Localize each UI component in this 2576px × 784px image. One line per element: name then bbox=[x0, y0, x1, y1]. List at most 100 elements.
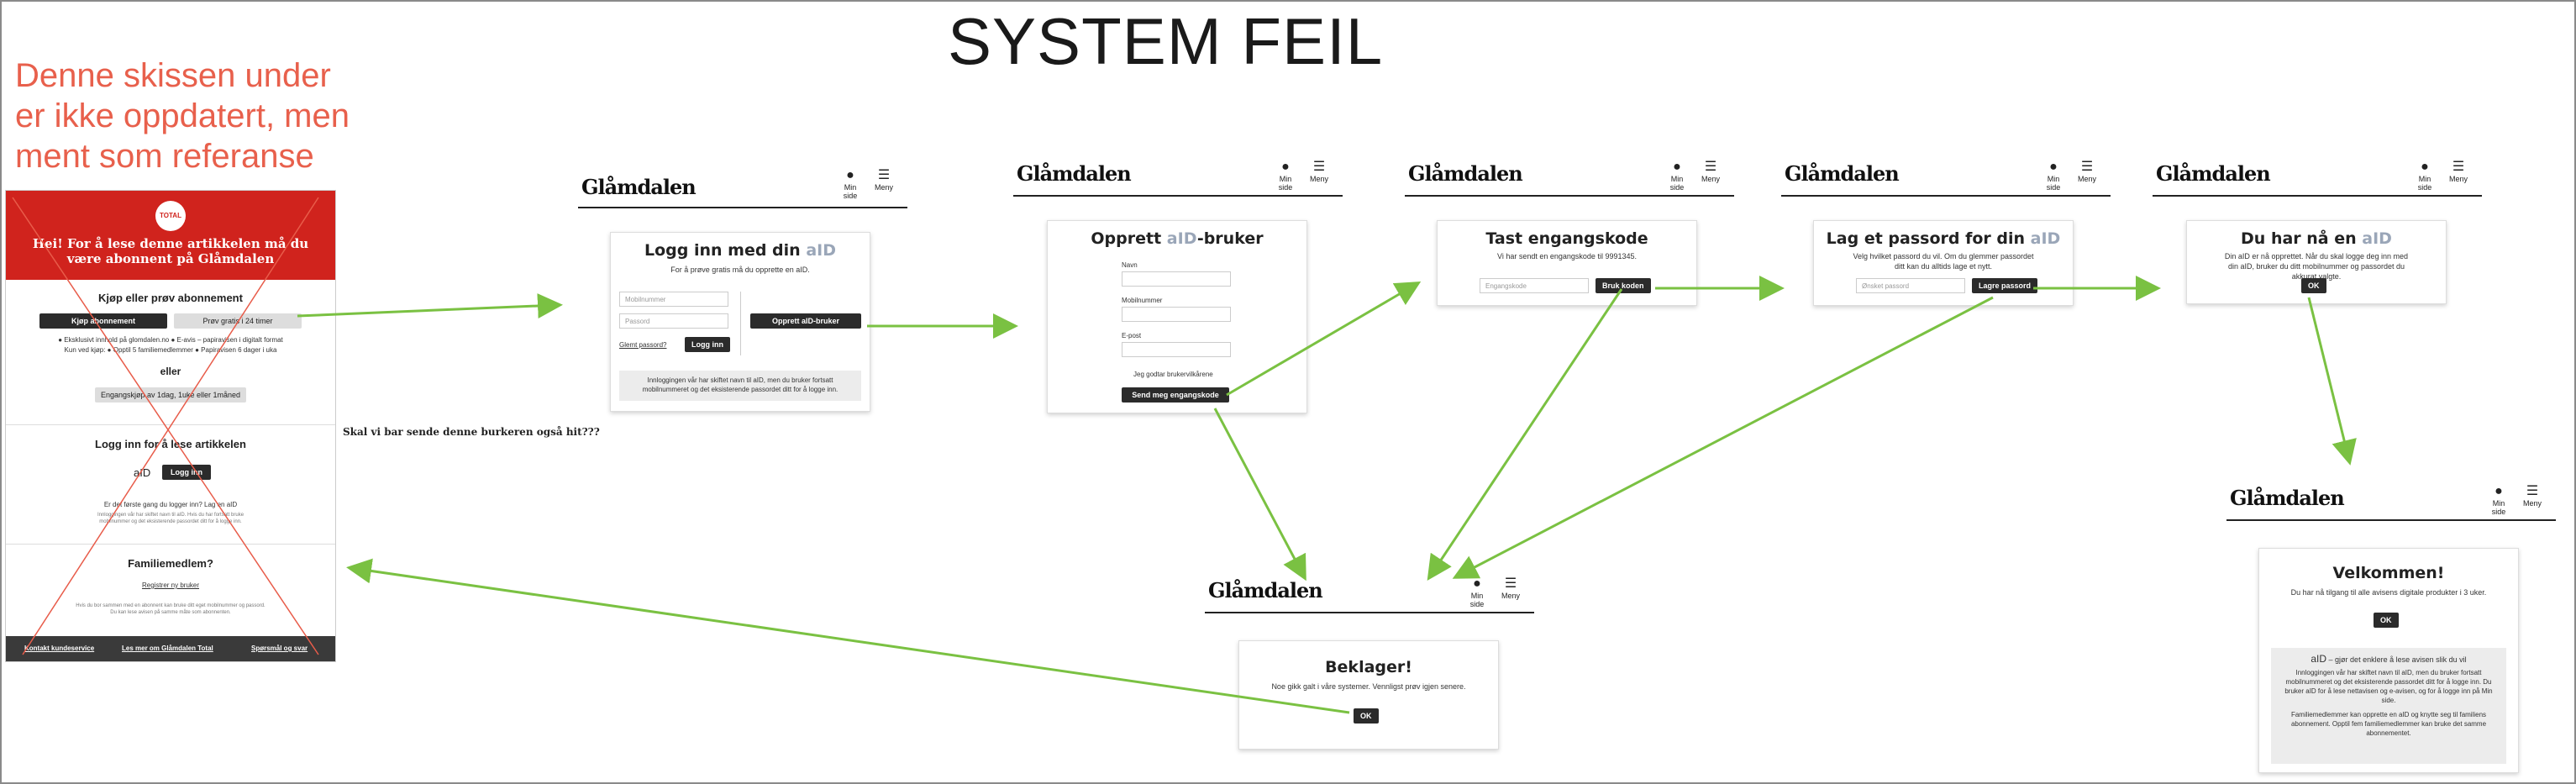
create-aid-button[interactable]: Opprett aID-bruker bbox=[750, 313, 861, 329]
login-info-box: Innloggingen vår har skiftet navn til aI… bbox=[619, 371, 861, 401]
min-side-link[interactable]: ●Min side bbox=[837, 168, 864, 200]
menu-button[interactable]: ☰Meny bbox=[1697, 160, 1724, 183]
header-rule bbox=[1405, 195, 1734, 197]
menu-button[interactable]: ☰Meny bbox=[2445, 160, 2472, 183]
mock-footer: Kontakt kundeservice Les mer om Glåmdale… bbox=[6, 636, 335, 661]
divider bbox=[6, 544, 335, 545]
login-split-divider bbox=[740, 292, 741, 355]
menu-icon: ☰ bbox=[877, 168, 891, 182]
paywall-banner: TOTAL Hei! For å lese denne artikkelen m… bbox=[6, 191, 335, 280]
name-input[interactable] bbox=[1122, 271, 1231, 287]
header-rule bbox=[2153, 195, 2482, 197]
save-password-button[interactable]: Lagre passord bbox=[1972, 278, 2038, 293]
family-info: Hvis du bor sammen med en abonnent kan b… bbox=[76, 603, 265, 615]
site-header: Glåmdalen ●Min side ☰Meny bbox=[578, 165, 907, 208]
buy-subscription-button[interactable]: Kjøp abonnement bbox=[39, 313, 167, 329]
code-subtitle: Vi har sendt en engangskode til 9991345. bbox=[1497, 252, 1637, 260]
done-ok-button[interactable]: OK bbox=[2301, 278, 2326, 293]
error-card: Beklager! Noe gikk galt i våre systemer.… bbox=[1238, 640, 1499, 750]
min-side-link[interactable]: ●Min side bbox=[2040, 160, 2067, 192]
menu-icon: ☰ bbox=[1504, 576, 1517, 591]
glamdalen-logo[interactable]: Glåmdalen bbox=[581, 175, 697, 199]
min-side-link[interactable]: ●Min side bbox=[2411, 160, 2438, 192]
code-title: Tast engangskode bbox=[1485, 229, 1648, 248]
min-side-link[interactable]: ●Min side bbox=[1464, 576, 1490, 608]
question-annotation: Skal vi bar sende denne burkeren også hi… bbox=[343, 426, 600, 438]
user-icon: ● bbox=[2421, 160, 2429, 174]
total-badge: TOTAL bbox=[155, 201, 186, 231]
features-line-1: ● Eksklusivt innhold på glomdalen.no ● E… bbox=[58, 336, 283, 344]
new-password-input[interactable]: Ønsket passord bbox=[1856, 278, 1965, 293]
family-register-link[interactable]: Registrer ny bruker bbox=[141, 581, 200, 589]
user-icon: ● bbox=[2495, 484, 2503, 498]
done-subtitle: Din aID er nå opprettet. Når du skal log… bbox=[2224, 252, 2409, 281]
glamdalen-logo[interactable]: Glåmdalen bbox=[1408, 161, 1523, 186]
forgot-password-link[interactable]: Glemt passord? bbox=[619, 341, 667, 349]
menu-icon: ☰ bbox=[1704, 160, 1717, 174]
use-code-button[interactable]: Bruk koden bbox=[1596, 278, 1651, 293]
paywall-mockup: TOTAL Hei! For å lese denne artikkelen m… bbox=[5, 190, 336, 662]
glamdalen-logo[interactable]: Glåmdalen bbox=[2230, 486, 2345, 510]
menu-button[interactable]: ☰Meny bbox=[1306, 160, 1333, 183]
terms-checkbox[interactable]: Jeg godtar brukervilkårene bbox=[1133, 371, 1213, 378]
error-title: Beklager! bbox=[1325, 658, 1412, 676]
create-password-card: Lag et passord for din aID Velg hvilket … bbox=[1813, 220, 2074, 306]
mobile-input[interactable]: Mobilnummer bbox=[619, 292, 728, 307]
glamdalen-logo[interactable]: Glåmdalen bbox=[1017, 161, 1132, 186]
site-header: Glåmdalen ●Min side ☰Meny bbox=[1405, 156, 1734, 197]
header-rule bbox=[578, 207, 907, 208]
aid-created-card: Du har nå en aID Din aID er nå opprettet… bbox=[2186, 220, 2447, 304]
features-line-2: Kun ved kjøp: ● Opptil 5 familiemedlemme… bbox=[64, 346, 277, 354]
mock-login-title: Logg inn for å lese artikkelen bbox=[95, 438, 246, 450]
menu-button[interactable]: ☰Meny bbox=[870, 168, 897, 192]
welcome-ok-button[interactable]: OK bbox=[2374, 613, 2399, 628]
glamdalen-logo[interactable]: Glåmdalen bbox=[1208, 578, 1323, 602]
password-subtitle: Velg hvilket passord du vil. Om du glemm… bbox=[1853, 252, 2034, 271]
create-title: Opprett aID-bruker bbox=[1091, 229, 1264, 248]
header-rule bbox=[2226, 519, 2556, 521]
email-input[interactable] bbox=[1122, 342, 1231, 357]
password-title: Lag et passord for din aID bbox=[1826, 229, 2061, 248]
divider bbox=[6, 424, 335, 425]
site-header: Glåmdalen ●Min side ☰Meny bbox=[2226, 481, 2556, 521]
mobile-input[interactable] bbox=[1122, 307, 1231, 322]
min-side-link[interactable]: ●Min side bbox=[2485, 484, 2512, 516]
code-input[interactable]: Engangskode bbox=[1480, 278, 1589, 293]
login-subtitle: For å prøve gratis må du opprette en aID… bbox=[670, 266, 810, 274]
paywall-heading: Hei! For å lese denne artikkelen må du v… bbox=[32, 236, 309, 266]
login-card: Logg inn med din aID For å prøve gratis … bbox=[610, 232, 870, 412]
cross-out-lines bbox=[12, 197, 319, 655]
user-icon: ● bbox=[2049, 160, 2058, 174]
error-subtitle: Noe gikk galt i våre systemer. Vennligst… bbox=[1271, 682, 1466, 691]
welcome-card: Velkommen! Du har nå tilgang til alle av… bbox=[2258, 548, 2519, 773]
header-rule bbox=[1205, 612, 1534, 613]
name-label: Navn bbox=[1122, 261, 1138, 269]
password-input[interactable]: Passord bbox=[619, 313, 728, 329]
welcome-info-box: aID – gjør det enklere å lese avisen sli… bbox=[2271, 648, 2506, 764]
aid-info-heading: aID – gjør det enklere å lese avisen sli… bbox=[2311, 653, 2467, 665]
min-side-link[interactable]: ●Min side bbox=[1272, 160, 1299, 192]
single-purchase-button[interactable]: Engangskjøp av 1dag, 1uke eller 1måned bbox=[95, 387, 246, 403]
login-button[interactable]: Logg inn bbox=[685, 337, 730, 352]
login-title: Logg inn med din aID bbox=[644, 241, 836, 260]
site-header: Glåmdalen ●Min side ☰Meny bbox=[2153, 156, 2482, 197]
footer-link-total[interactable]: Les mer om Glåmdalen Total bbox=[122, 645, 213, 652]
first-time-text[interactable]: Er det første gang du logger inn? Lag en… bbox=[103, 501, 238, 508]
menu-button[interactable]: ☰Meny bbox=[2519, 484, 2546, 508]
user-icon: ● bbox=[846, 168, 854, 182]
reference-note: Denne skissen under er ikke oppdatert, m… bbox=[15, 57, 350, 175]
menu-icon: ☰ bbox=[2080, 160, 2094, 174]
footer-link-customer-service[interactable]: Kontakt kundeservice bbox=[24, 645, 95, 652]
menu-icon: ☰ bbox=[2526, 484, 2539, 498]
menu-button[interactable]: ☰Meny bbox=[2074, 160, 2100, 183]
glamdalen-logo[interactable]: Glåmdalen bbox=[1785, 161, 1900, 186]
header-rule bbox=[1781, 195, 2111, 197]
aid-info-text-1: Innloggingen vår har skiftet navn til aI… bbox=[2284, 669, 2493, 704]
send-code-button[interactable]: Send meg engangskode bbox=[1122, 387, 1229, 403]
menu-button[interactable]: ☰Meny bbox=[1497, 576, 1524, 600]
error-ok-button[interactable]: OK bbox=[1354, 708, 1379, 723]
min-side-link[interactable]: ●Min side bbox=[1664, 160, 1690, 192]
footer-link-faq[interactable]: Spørsmål og svar bbox=[251, 645, 308, 652]
glamdalen-logo[interactable]: Glåmdalen bbox=[2156, 161, 2271, 186]
